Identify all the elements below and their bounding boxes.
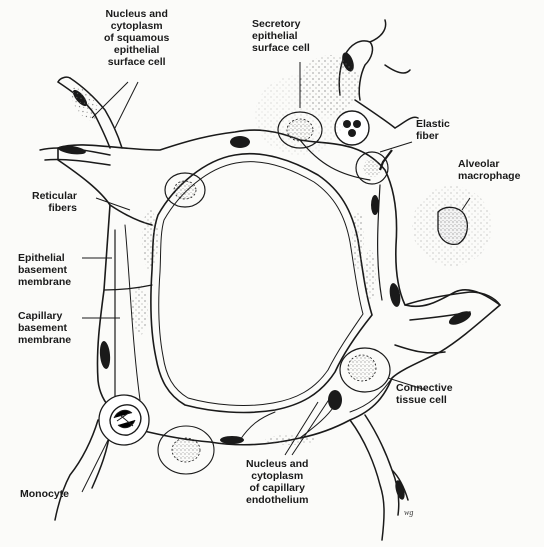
label-capillary-basement: Capillary basement membrane bbox=[18, 310, 71, 346]
label-capillary-endothelium: Nucleus and cytoplasm of capillary endot… bbox=[246, 458, 308, 506]
label-elastic-fiber: Elastic fiber bbox=[416, 118, 450, 142]
label-squamous-cell: Nucleus and cytoplasm of squamous epithe… bbox=[104, 8, 169, 68]
label-reticular-fibers: Reticular fibers bbox=[32, 190, 77, 214]
artist-signature: wg bbox=[404, 508, 413, 517]
label-monocyte: Monocyte bbox=[20, 488, 69, 500]
monocyte bbox=[99, 395, 149, 445]
capillary-cell-lower bbox=[158, 426, 214, 474]
label-epithelial-basement: Epithelial basement membrane bbox=[18, 252, 71, 288]
label-secretory-cell: Secretory epithelial surface cell bbox=[252, 18, 310, 54]
alveolar-macrophage bbox=[412, 186, 492, 266]
label-connective-tissue-cell: Connective tissue cell bbox=[396, 382, 453, 406]
capillary-cell-left bbox=[165, 173, 205, 207]
septa-right bbox=[395, 292, 500, 353]
connective-tissue-cell bbox=[340, 348, 390, 392]
label-alveolar-macrophage: Alveolar macrophage bbox=[458, 158, 520, 182]
